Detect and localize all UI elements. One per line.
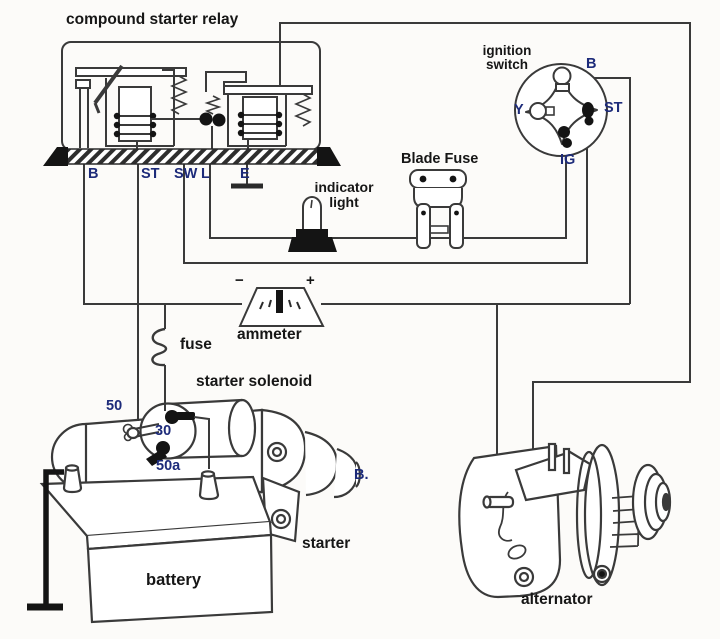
- alternator-terminal-bracket: [514, 442, 592, 502]
- alternator-mount-stud: [482, 495, 515, 509]
- fuse-label: fuse: [180, 336, 212, 353]
- ignition-switch-label: ignition switch: [482, 43, 532, 73]
- relay-left-coil-assembly: [75, 64, 189, 152]
- ignition-switch-symbol: [514, 63, 608, 157]
- solenoid-terminal-30-label: 30: [155, 423, 172, 439]
- ammeter-plus-label: +: [306, 272, 315, 289]
- battery-label: battery: [146, 571, 202, 589]
- battery-post-negative: [62, 464, 83, 494]
- ignition-terminal-st-label: ST: [604, 100, 623, 116]
- indicator-light-symbol: [288, 196, 337, 252]
- relay-terminal-b-label: B: [88, 166, 99, 182]
- ammeter-symbol: [238, 287, 325, 327]
- alternator-label: alternator: [521, 591, 593, 608]
- blade-fuse-symbol: [409, 169, 467, 249]
- battery-ground-cable: [27, 469, 64, 611]
- ignition-terminal-ig-stud: [558, 126, 572, 148]
- wire-relay-b-to-ammeter: [83, 152, 242, 305]
- blade-fuse-label: Blade Fuse: [401, 151, 479, 167]
- ignition-terminal-y-label: Y: [514, 102, 524, 118]
- indicator-light-label: indicator light: [314, 179, 374, 210]
- solenoid-terminal-50a-label: 50a: [156, 458, 181, 474]
- ammeter-label: ammeter: [237, 326, 302, 343]
- solenoid-terminal-50: [126, 423, 160, 440]
- solenoid-terminal-30: [165, 410, 195, 424]
- wire-relay-contact-to-alternator: [279, 22, 691, 450]
- starter-label: starter: [302, 535, 351, 552]
- relay-mounting-base: [43, 147, 341, 166]
- relay-contact-set: [151, 95, 226, 152]
- ammeter-needle: [276, 290, 283, 313]
- relay-right-coil-assembly: [205, 71, 313, 152]
- relay-title: compound starter relay: [66, 11, 239, 28]
- wire-relay-sw-to-ignition-st: [183, 127, 588, 264]
- starter-solenoid-drawing: [122, 398, 257, 466]
- ignition-terminal-b-stud: [552, 66, 572, 92]
- starter-solenoid-label: starter solenoid: [196, 373, 313, 390]
- wire-battery-to-solenoid: [193, 416, 210, 469]
- ignition-terminal-st-stud: [582, 102, 594, 126]
- compound-starter-relay-symbol: [43, 41, 341, 166]
- solenoid-terminal-50a: [146, 441, 170, 466]
- fuse-symbol: [151, 327, 168, 367]
- ignition-terminal-ig-label: IG: [560, 152, 576, 168]
- ignition-terminal-y-stud: [529, 102, 555, 120]
- relay-terminal-e-label: E: [240, 166, 250, 182]
- relay-terminal-st-label: ST: [141, 166, 160, 182]
- solenoid-terminal-wires: [137, 380, 210, 469]
- alternator-fan-drum: [575, 443, 642, 587]
- solenoid-terminal-50-label: 50: [106, 398, 123, 414]
- battery-post-positive: [198, 470, 220, 501]
- starter-b-terminal-label: B.: [354, 467, 369, 483]
- alternator-drawing: [458, 442, 672, 599]
- wire-relay-l-to-ignition-ig: [209, 148, 567, 239]
- ignition-terminal-b-label: B: [586, 56, 597, 72]
- alternator-pulley: [631, 463, 672, 541]
- relay-terminal-sw-label: SW: [174, 166, 198, 182]
- relay-terminal-l-label: L: [201, 166, 210, 182]
- ammeter-minus-label: −: [235, 272, 244, 289]
- battery-drawing: [39, 464, 274, 624]
